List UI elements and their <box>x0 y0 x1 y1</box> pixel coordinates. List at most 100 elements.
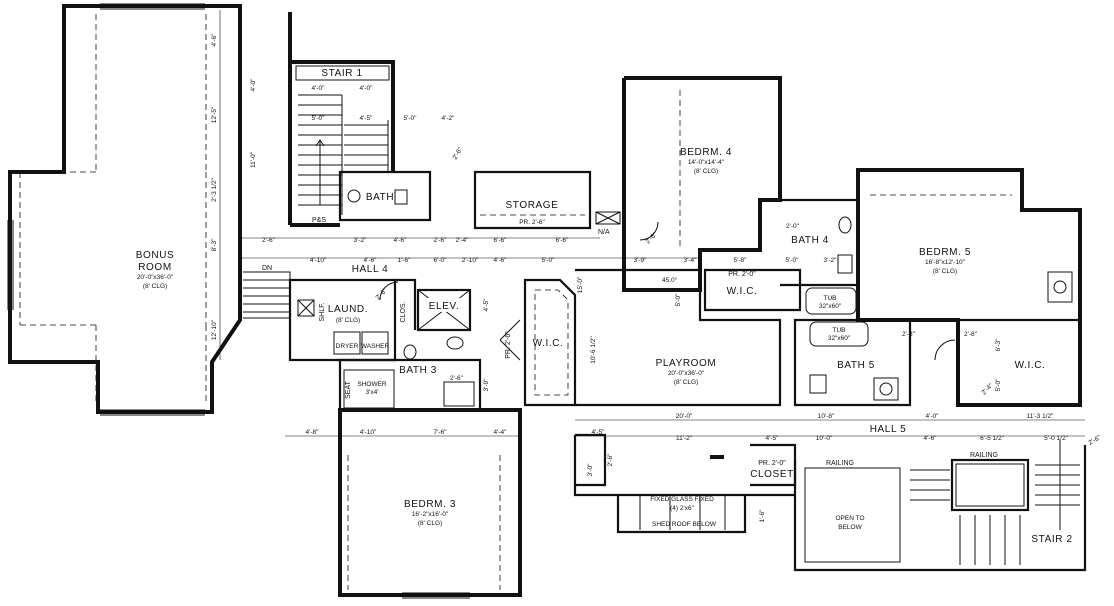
shed-roof-label: SHED ROOF BELOW <box>652 521 717 528</box>
dim-bedrm3-4: 4'-4" <box>494 429 508 436</box>
left-dimension-chain: 4'-6" 4'-0" 12'-5" 11'-0" 2'-3 1/2" 8'-3… <box>211 10 257 360</box>
bedrm3-name: BEDRM. 3 <box>404 499 456 510</box>
bedrm4-size: 14'-0"x14'-4" <box>688 159 725 166</box>
door-label-6: 2'-0" <box>786 223 800 230</box>
dim-hall5-row2-1: 4'-5" <box>592 429 606 436</box>
wic4-name: W.I.C. <box>727 286 758 297</box>
dim-stub-3: 1'-6" <box>759 509 766 523</box>
dim-bedrm5-vert-2: 5'-0" <box>995 378 1002 392</box>
hall-5: HALL 5 20'-0" 10'-8" 4'-0" 11'-3 1/2" 4'… <box>575 413 1085 442</box>
dim-stair-mid-1: 5'-0" <box>312 115 326 122</box>
shower-size: 3'x4' <box>366 389 379 396</box>
closet-laundry: CLOS. <box>395 278 417 330</box>
bonus-room-name-2: ROOM <box>138 262 172 273</box>
closet-door: PR. 2'-0" <box>758 460 786 467</box>
dim-hall5-row2-4: 10'-0" <box>816 435 833 442</box>
dim-playroom-vert-2: 15'-0" <box>577 276 584 293</box>
washer-label: WASHER <box>361 343 390 350</box>
closet-name: CLOSET <box>750 469 794 480</box>
dim-stair-top-1: 4'-0" <box>312 85 326 92</box>
dim-hall4-row2-7: 5'-0" <box>542 257 556 264</box>
bedroom-4: BEDRM. 4 14'-0"x14'-4" (8' CLG) <box>622 76 782 292</box>
dim-hall4-row2-11: 5'-0" <box>786 257 800 264</box>
stair-2-name: STAIR 2 <box>1031 534 1072 545</box>
dim-hall5-row2-3: 4'-5" <box>766 435 780 442</box>
na-label: N/A <box>598 229 610 236</box>
bedrm4-name: BEDRM. 4 <box>680 147 732 158</box>
dim-bedrm5-vert-1: 6'-3" <box>995 338 1002 352</box>
door-label-5: 2'-6" <box>644 231 659 246</box>
dim-hall5-row2-5: 4'-6" <box>924 435 938 442</box>
dim-hall5-2: 10'-8" <box>818 413 835 420</box>
dim-left-5: 2'-3 1/2" <box>211 177 218 201</box>
open-to-below: RAILING OPEN TO BELOW <box>793 445 1087 572</box>
dim-hall4-row2-4: 6'-0" <box>434 257 448 264</box>
dim-bedrm3-3: 7'-6" <box>434 429 448 436</box>
dim-hall4-2: 4'-6" <box>394 237 408 244</box>
bath3-name: BATH 3 <box>399 365 437 376</box>
shlf-label: SHLF. <box>319 302 326 321</box>
stair-down-left: DN <box>243 265 291 319</box>
bedrm5-name: BEDRM. 5 <box>919 247 971 258</box>
dim-left-7: 12'-10" <box>211 319 218 340</box>
bedrm4-clg: (8' CLG) <box>694 168 718 175</box>
wic-door-label: PR. 2'-6" <box>505 331 512 359</box>
dim-hall4-row2-9: 3'-4" <box>684 257 698 264</box>
dim-bedrm3-2: 4'-10" <box>360 429 377 436</box>
dim-hall4-row2-3: 1'-6" <box>398 257 412 264</box>
playroom-clg: (8' CLG) <box>674 379 698 386</box>
dim-stub-1: 3'-0" <box>587 463 594 477</box>
dim-playroom-vert-4: 4'-5" <box>483 298 490 312</box>
dim-left-1: 4'-6" <box>211 33 218 47</box>
bedrm5-clg: (8' CLG) <box>933 268 957 275</box>
dim-stair-top-2: 4'-0" <box>360 85 374 92</box>
dim-hall4-6: 6'-6" <box>556 237 570 244</box>
dn-label: DN <box>262 265 272 272</box>
dim-left-3: 12'-5" <box>211 106 218 123</box>
dim-stair-mid-3: 5'-0" <box>404 115 418 122</box>
wic5-name: W.I.C. <box>1015 360 1046 371</box>
dim-left-2: 4'-0" <box>250 78 257 92</box>
dim-stair-mid-4: 4'-2" <box>442 115 456 122</box>
dim-hall4-row2-6: 4'-6" <box>494 257 508 264</box>
door-label-8: 2'-8" <box>964 331 978 338</box>
dim-hall5-row2-2: 11'-2" <box>676 435 693 442</box>
door-label-2: 2'-6" <box>452 146 465 161</box>
dryer-label: DRYER <box>336 343 359 350</box>
open-below-2: BELOW <box>838 524 862 531</box>
railing-2: RAILING <box>970 452 998 459</box>
dim-playroom-vert-1: 10'-6 1/2" <box>590 336 597 364</box>
stair-2-treads <box>910 440 1080 565</box>
door-label-10: 2'-4" <box>980 382 995 397</box>
closet-hall5: PR. 2'-0" CLOSET <box>750 443 797 487</box>
dim-hall4-1: 3'-2" <box>354 237 368 244</box>
dim-hall4-row2-12: 3'-2" <box>824 257 838 264</box>
dim-hall4-row2-5: 2'-10" <box>462 257 479 264</box>
dim-playroom-vert-5: 3'-9" <box>483 378 490 392</box>
ps-label: P&S <box>312 217 326 224</box>
storage: STORAGE PR. 2'-6" N/A <box>473 170 621 236</box>
door-labels: 2'-6" 2'-6" 2'-6" 2'-6" 2'-6" 2'-0" 2'-8… <box>262 146 1103 447</box>
dim-hall5-1: 20'-0" <box>676 413 693 420</box>
bedrm3-clg: (8' CLG) <box>418 520 442 527</box>
dim-hall4-row2-8: 3'-9" <box>634 257 648 264</box>
bonus-room-size: 20'-0"x36'-0" <box>137 274 174 281</box>
dim-hall4-3: 2'-6" <box>434 237 448 244</box>
dim-left-4: 11'-0" <box>250 151 257 168</box>
seat-label: SEAT <box>345 380 352 398</box>
playroom: PLAYROOM 20'-0"x36'-0" (8' CLG) 10'-6 1/… <box>483 268 782 407</box>
bath5-name: BATH 5 <box>837 360 875 371</box>
dim-hall5-row2-6: 6'-5 1/2" <box>980 435 1004 442</box>
bath-small: BATH <box>338 170 432 222</box>
dim-hall4-4: 2'-4" <box>456 237 470 244</box>
elevator: ELEV. <box>416 288 472 332</box>
door-label-7: 2'-8" <box>902 331 916 338</box>
bedrm3-size: 16'-2"x16'-0" <box>412 511 449 518</box>
open-below-1: OPEN TO <box>835 515 864 522</box>
dim-hall5-3: 4'-0" <box>926 413 940 420</box>
door-label-9: 2'-6" <box>1088 434 1103 447</box>
laund-clg: (8' CLG) <box>336 317 360 324</box>
stair-1-treads <box>298 94 389 215</box>
hall-4: HALL 4 3'-2" 4'-6" 2'-6" 2'-4" 6'-6" 6'-… <box>240 237 837 275</box>
dim-left-6: 8'-3" <box>211 238 218 252</box>
